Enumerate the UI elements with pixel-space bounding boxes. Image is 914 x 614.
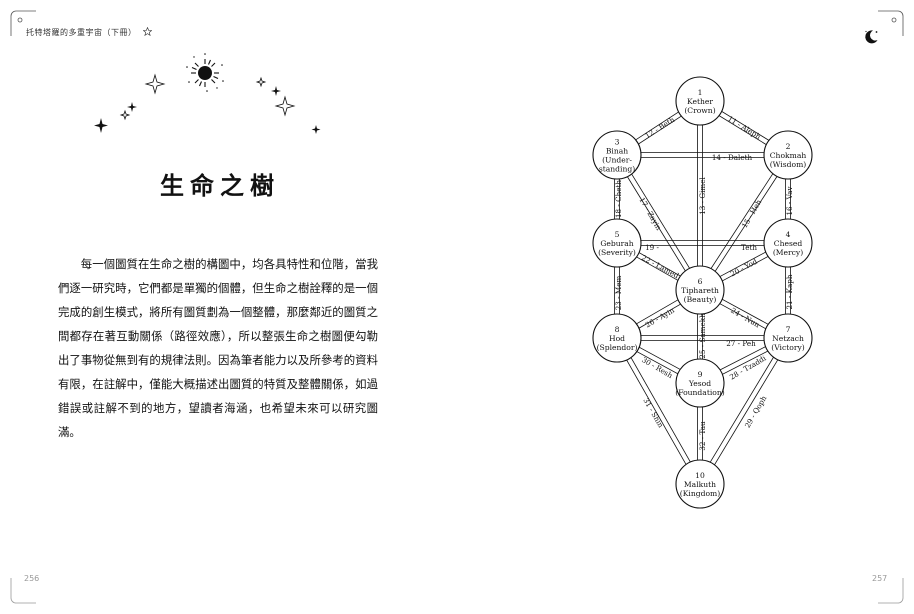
sephirah-label: Kether [687,97,713,106]
path-label: 30 - Resh [640,355,674,380]
sparkle-decoration [94,53,321,134]
sephirah-label: (Splendor) [597,343,638,352]
sephirah-circle [675,265,725,315]
sephirah-label: (Wisdom) [770,160,807,169]
path-label: 32 - Tau [698,421,707,451]
sephirah-circle [763,313,813,363]
path-label: 26 - Ayin [644,305,677,329]
sephirah-label: 2 [786,142,791,151]
path-label: 14 - Daleth [712,153,753,162]
sephirah-label: (Severity) [598,248,636,257]
path-label: 28 - Tzaddi [728,353,768,381]
sephirah-circle [675,76,725,126]
corner-ornament-top-right [878,10,904,36]
path-label: 21 - Kaph [785,274,794,309]
sephirah-label: 10 [695,471,705,480]
sephirah-circle [592,313,642,363]
sephirah-circle [675,459,725,509]
sephirah-label: 7 [786,325,791,334]
tree-path-line [697,336,787,483]
path-label: 19 - [645,243,659,252]
crescent-moon-icon [865,30,878,44]
sephirah-circle [763,130,813,180]
tree-path-line [701,156,791,292]
path-label: 27 - Peh [726,339,756,348]
running-head-text: 托特塔羅的多重宇宙（下冊） [26,28,137,37]
sephirah-circle [763,218,813,268]
body-paragraph: 每一個圖質在生命之樹的構圖中，均各具特性和位階，當我們逐一研究時，它們都是單獨的… [58,257,378,439]
path-label: 11 - Aleph [726,114,763,141]
sephirah-circle [675,358,725,408]
corner-ornament-top-left [10,10,36,36]
sephirah-label: Tiphareth [681,286,719,295]
body-text-block: 每一個圖質在生命之樹的構圖中，均各具特性和位階，當我們逐一研究時，它們都是單獨的… [58,252,378,444]
tree-path-line [614,339,699,486]
chapter-title: 生命之樹 [160,171,280,200]
sunburst-icon [186,53,224,92]
path-label: 15 - Heh [740,198,764,230]
sephirah-label: Malkuth [684,480,716,489]
sephirah-label: 3 [615,138,620,147]
sephirah-label: Chokmah [770,151,807,160]
page-number-right: 257 [872,574,888,583]
sephirah-label: 4 [786,230,791,239]
path-label: 12 - Beth [643,115,676,140]
path-label: 20 - Yod [729,257,759,279]
path-label: 17 - Zayin [637,196,663,232]
path-label: 25 - Samekh [698,313,707,359]
sephirah-label: Geburah [600,239,633,248]
corner-ornament-bottom-left [10,578,36,604]
star-outline-icon [142,26,153,37]
sephirah-label: 5 [615,230,620,239]
sephirah-label: (Kingdom) [680,489,720,498]
sephirah-label: (Beauty) [684,295,717,304]
tree-path-line [618,336,703,483]
running-head: 托特塔羅的多重宇宙（下冊） [26,26,153,38]
sephirah-label: Netzach [772,334,804,343]
tree-path-line [618,153,703,289]
sephirah-label: Yesod [688,379,711,388]
path-label: 22 - Lamed [640,253,681,280]
sephirah-circle [592,218,642,268]
sephirah-label: 9 [698,370,703,379]
sephirah-label: (Foundation) [675,388,725,397]
sephirah-label: 8 [615,325,620,334]
path-label: 16 - Vav [785,186,794,216]
sephirah-label: (Mercy) [773,248,803,257]
sephirah-label: (Crown) [684,106,715,115]
path-label: 18 - Cheth [614,180,623,218]
page-number-left: 256 [24,574,40,583]
sephirah-label: standing) [599,165,635,174]
sephirah-label: 1 [698,88,703,97]
sephirah-label: Chesed [774,239,803,248]
sephirah-label: Hod [609,334,625,343]
sephirah-label: (Under- [602,156,632,165]
tree-path-line [614,156,699,292]
path-label: 23 - Mem [614,276,623,311]
sephirah-label: Binah [606,147,628,156]
tree-path-line [701,339,791,486]
path-label: Teth [741,243,757,252]
sephirah-circle [592,130,642,180]
path-label: 13 - Gimel [698,177,707,215]
sephirah-label: 6 [698,277,703,286]
sephirah-label: (Victory) [771,343,805,352]
tree-path-line [697,153,787,289]
corner-ornament-bottom-right [878,578,904,604]
